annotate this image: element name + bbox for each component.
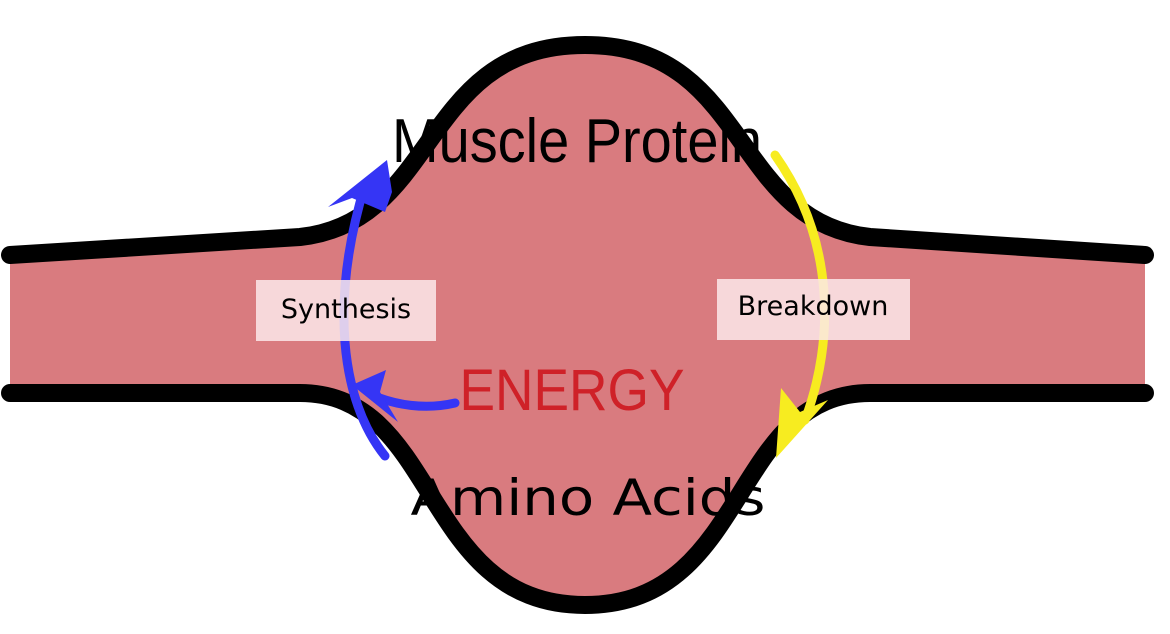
synthesis-label-text: Synthesis: [281, 294, 411, 325]
synthesis-arrow: [328, 160, 460, 461]
synthesis-arrow-shaft: [339, 180, 390, 461]
breakdown-arrow-head: [776, 388, 828, 458]
breakdown-label-text: Breakdown: [738, 291, 889, 322]
muscle-shape: [10, 45, 1145, 605]
muscle-protein-node: Muscle Protein: [392, 107, 762, 176]
synthesis-label: Synthesis: [256, 280, 436, 341]
amino-acids-node: Amino Acids: [411, 469, 766, 527]
energy-arrow-head: [352, 370, 398, 422]
breakdown-label: Breakdown: [717, 279, 910, 340]
breakdown-label-box: [717, 279, 910, 340]
synthesis-arrow-head: [328, 160, 392, 212]
energy-node: ENERGY: [460, 358, 685, 423]
synthesis-label-box: [256, 280, 436, 341]
